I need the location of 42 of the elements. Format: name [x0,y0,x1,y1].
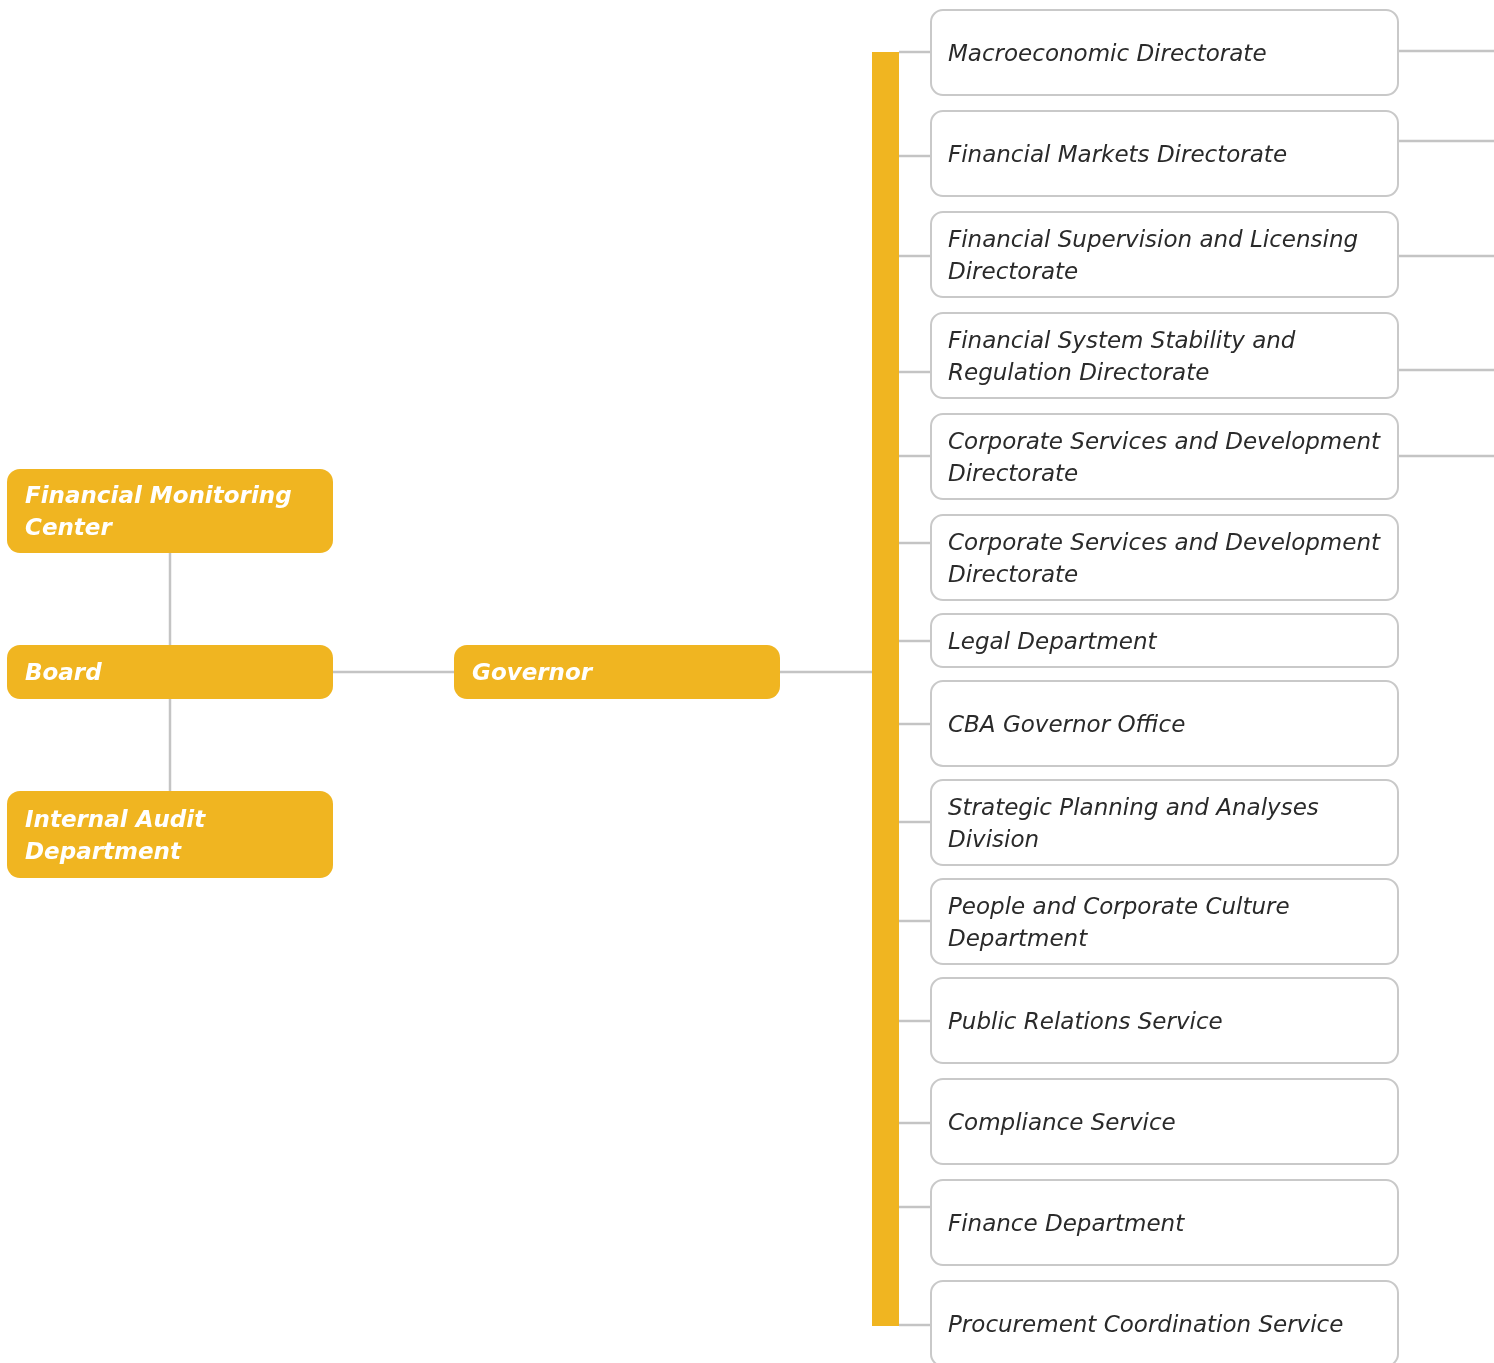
connector-line [899,1019,930,1023]
connector-line [1399,454,1494,458]
leadership-box: Board [7,645,333,699]
connector-line [899,370,930,374]
department-box: People and Corporate Culture Department [930,878,1399,965]
connector-bar [872,52,899,1326]
connector-line [899,722,930,726]
connector-line [168,553,172,645]
connector-line [899,1121,930,1125]
connector-line [1399,49,1494,53]
connector-line [899,820,930,824]
department-box: Procurement Coordination Service [930,1280,1399,1363]
connector-line [1399,139,1494,143]
connector-line [899,541,930,545]
department-box: Financial Markets Directorate [930,110,1399,197]
connector-line [333,670,454,674]
department-box: Strategic Planning and Analyses Division [930,779,1399,866]
leadership-box: Governor [454,645,780,699]
connector-line [168,699,172,791]
department-box: Compliance Service [930,1078,1399,1165]
connector-line [780,670,872,674]
leadership-box: Financial Monitoring Center [7,469,333,553]
connector-line [899,154,930,158]
department-box: Finance Department [930,1179,1399,1266]
connector-line [899,1323,930,1327]
connector-line [899,454,930,458]
department-box: Legal Department [930,613,1399,668]
department-box: Financial System Stability and Regulation Directorate [930,312,1399,399]
connector-line [899,50,930,54]
connector-line [899,1205,930,1209]
department-box: Corporate Services and Development Directorate [930,413,1399,500]
connector-line [1399,254,1494,258]
connector-line [899,639,930,643]
department-box: Corporate Services and Development Directorate [930,514,1399,601]
leadership-box: Internal Audit Department [7,791,333,878]
connector-line [899,919,930,923]
connector-line [1399,368,1494,372]
connector-line [899,254,930,258]
department-box: CBA Governor Office [930,680,1399,767]
department-box: Public Relations Service [930,977,1399,1064]
department-box: Macroeconomic Directorate [930,9,1399,96]
department-box: Financial Supervision and Licensing Directorate [930,211,1399,298]
